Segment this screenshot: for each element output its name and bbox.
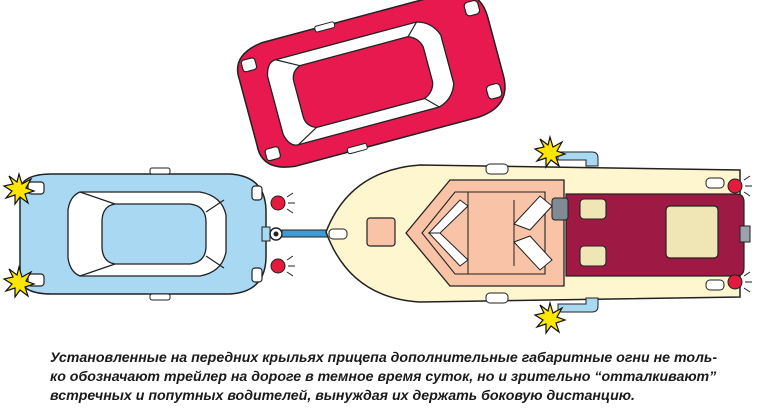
caption-line-2: ко обозначают трейлер на дороге в темное… — [50, 369, 717, 385]
caption-line-3: встречных и попутных водителей, вынуждая… — [50, 388, 635, 404]
blue-car — [19, 167, 271, 301]
trailer-rear-markers — [727, 175, 752, 293]
illustration — [3, 0, 752, 334]
caption: Установленные на передних крыльях прицеп… — [50, 349, 750, 406]
starburst-light-icon — [534, 136, 566, 168]
caption-line-1: Установленные на передних крыльях прицеп… — [50, 350, 718, 366]
blue-car-rear-markers — [270, 192, 295, 277]
red-car — [236, 0, 506, 168]
trailer-hitch — [269, 227, 331, 241]
boat-trailer — [325, 151, 751, 313]
